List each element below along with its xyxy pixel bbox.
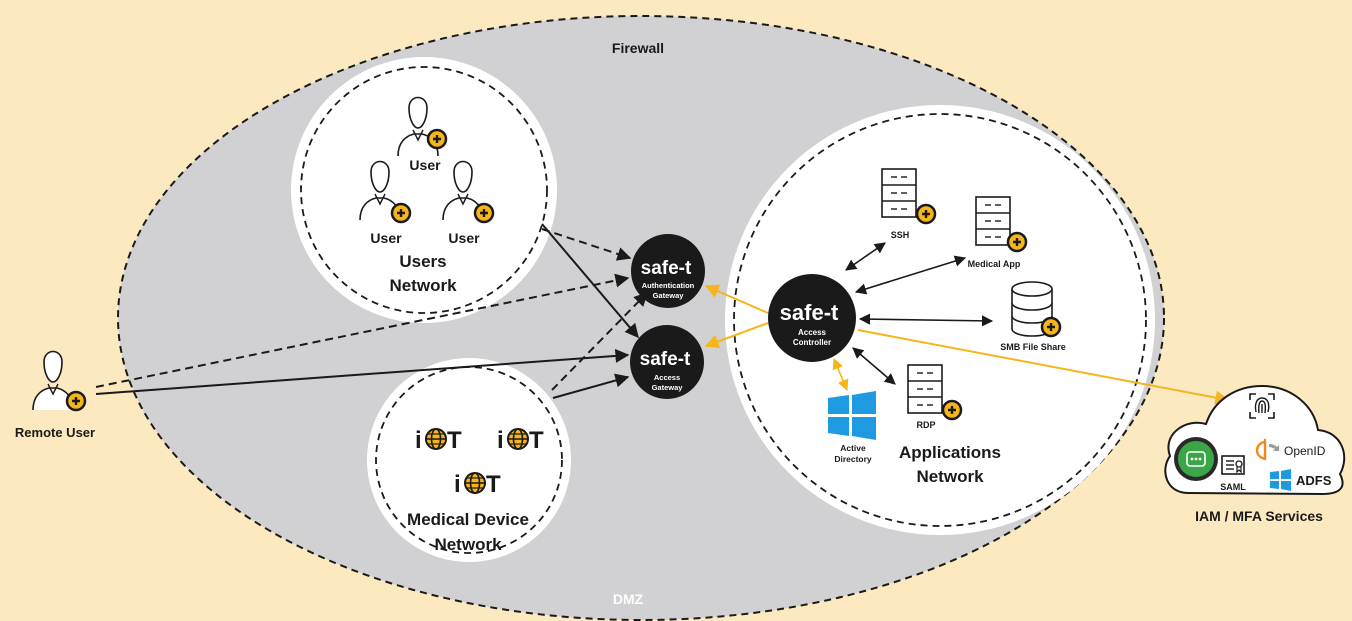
controller-line2: Controller	[793, 338, 831, 347]
firewall-boundary	[117, 15, 1165, 621]
access-gateway-line1: Access	[654, 373, 680, 382]
iam-title: IAM / MFA Services	[1195, 508, 1323, 524]
oauth-icon	[1174, 437, 1218, 481]
controller-to-smb	[858, 313, 994, 327]
rdp-label: RDP	[916, 420, 935, 430]
access-controller: safe-t Access Controller	[768, 274, 856, 362]
auth-gateway-line2: Gateway	[653, 291, 685, 300]
globe-icon	[507, 428, 529, 450]
iot-device: i T	[415, 427, 462, 454]
dmz-label: DMZ	[613, 591, 644, 607]
access-gateway-line2: Gateway	[652, 383, 684, 392]
users-network-title-line2: Network	[389, 276, 457, 295]
remote-user-label: Remote User	[15, 425, 95, 440]
openid-label: OpenID	[1284, 444, 1326, 458]
user-label-top: User	[409, 157, 441, 173]
plus-badge-icon	[390, 202, 412, 224]
windows-icon	[828, 391, 876, 440]
user-label-left: User	[370, 230, 402, 246]
users-to-access-gateway	[541, 223, 639, 339]
server-icon	[907, 364, 943, 414]
ssh-label: SSH	[891, 230, 910, 240]
controller-line1: Access	[798, 328, 827, 337]
iot-t: T	[447, 427, 462, 454]
firewall-label: Firewall	[612, 40, 664, 56]
plus-badge-icon	[1006, 231, 1028, 253]
iot-i: i	[415, 427, 422, 454]
medical-app-label: Medical App	[968, 259, 1021, 269]
apps-network-title-line1: Applications	[899, 443, 1001, 462]
globe-icon	[425, 428, 447, 450]
plus-badge-icon	[1040, 316, 1062, 338]
controller-brand: safe-t	[780, 300, 839, 325]
connections	[95, 223, 1230, 405]
iot-to-auth-gateway	[551, 291, 648, 391]
iot-i: i	[497, 427, 504, 454]
controller-to-medical-app	[854, 255, 967, 295]
certificate-icon	[1221, 455, 1245, 475]
access-gateway-brand: safe-t	[640, 349, 691, 370]
iot-to-access-gateway	[552, 373, 630, 399]
apps-network-boundary	[733, 113, 1147, 527]
auth-gateway-brand: safe-t	[641, 258, 692, 279]
plus-badge-icon	[941, 399, 963, 421]
fingerprint-icon	[1249, 393, 1275, 419]
iot-device: i T	[454, 471, 501, 498]
iot-network-title-line2: Network	[434, 535, 502, 554]
apps-network-title-line2: Network	[916, 467, 984, 486]
authentication-gateway: safe-t Authentication Gateway	[631, 234, 705, 308]
iot-device: i T	[497, 427, 544, 454]
openid-icon	[1255, 439, 1279, 461]
controller-to-auth-gateway	[704, 284, 769, 314]
globe-icon	[464, 472, 486, 494]
windows-icon	[1270, 469, 1291, 491]
controller-to-ad	[832, 357, 849, 392]
controller-to-access-gateway	[704, 322, 769, 349]
iot-i: i	[454, 471, 461, 498]
user-label-right: User	[448, 230, 480, 246]
plus-badge-icon	[65, 390, 87, 412]
iot-network-title-line1: Medical Device	[407, 510, 529, 529]
auth-gateway-line1: Authentication	[642, 281, 695, 290]
iot-t: T	[529, 427, 544, 454]
ad-label-line1: Active	[840, 443, 866, 453]
controller-to-rdp	[852, 347, 896, 385]
users-network-title-line1: Users	[399, 252, 446, 271]
plus-badge-icon	[915, 203, 937, 225]
saml-label: SAML	[1220, 482, 1246, 492]
smb-label: SMB File Share	[1000, 342, 1066, 352]
users-network-zone	[291, 57, 557, 323]
ad-label-line2: Directory	[834, 454, 872, 464]
plus-badge-icon	[426, 128, 448, 150]
server-icon	[881, 168, 917, 218]
remote-to-access-gateway	[95, 348, 630, 395]
iot-t: T	[486, 471, 501, 498]
adfs-label: ADFS	[1296, 473, 1332, 488]
server-icon	[975, 196, 1011, 246]
users-network-boundary	[300, 66, 548, 314]
controller-to-iam	[857, 329, 1230, 405]
users-to-auth-gateway	[541, 228, 632, 261]
plus-badge-icon	[473, 202, 495, 224]
access-gateway: safe-t Access Gateway	[630, 325, 704, 399]
iot-network-zone	[367, 358, 571, 562]
